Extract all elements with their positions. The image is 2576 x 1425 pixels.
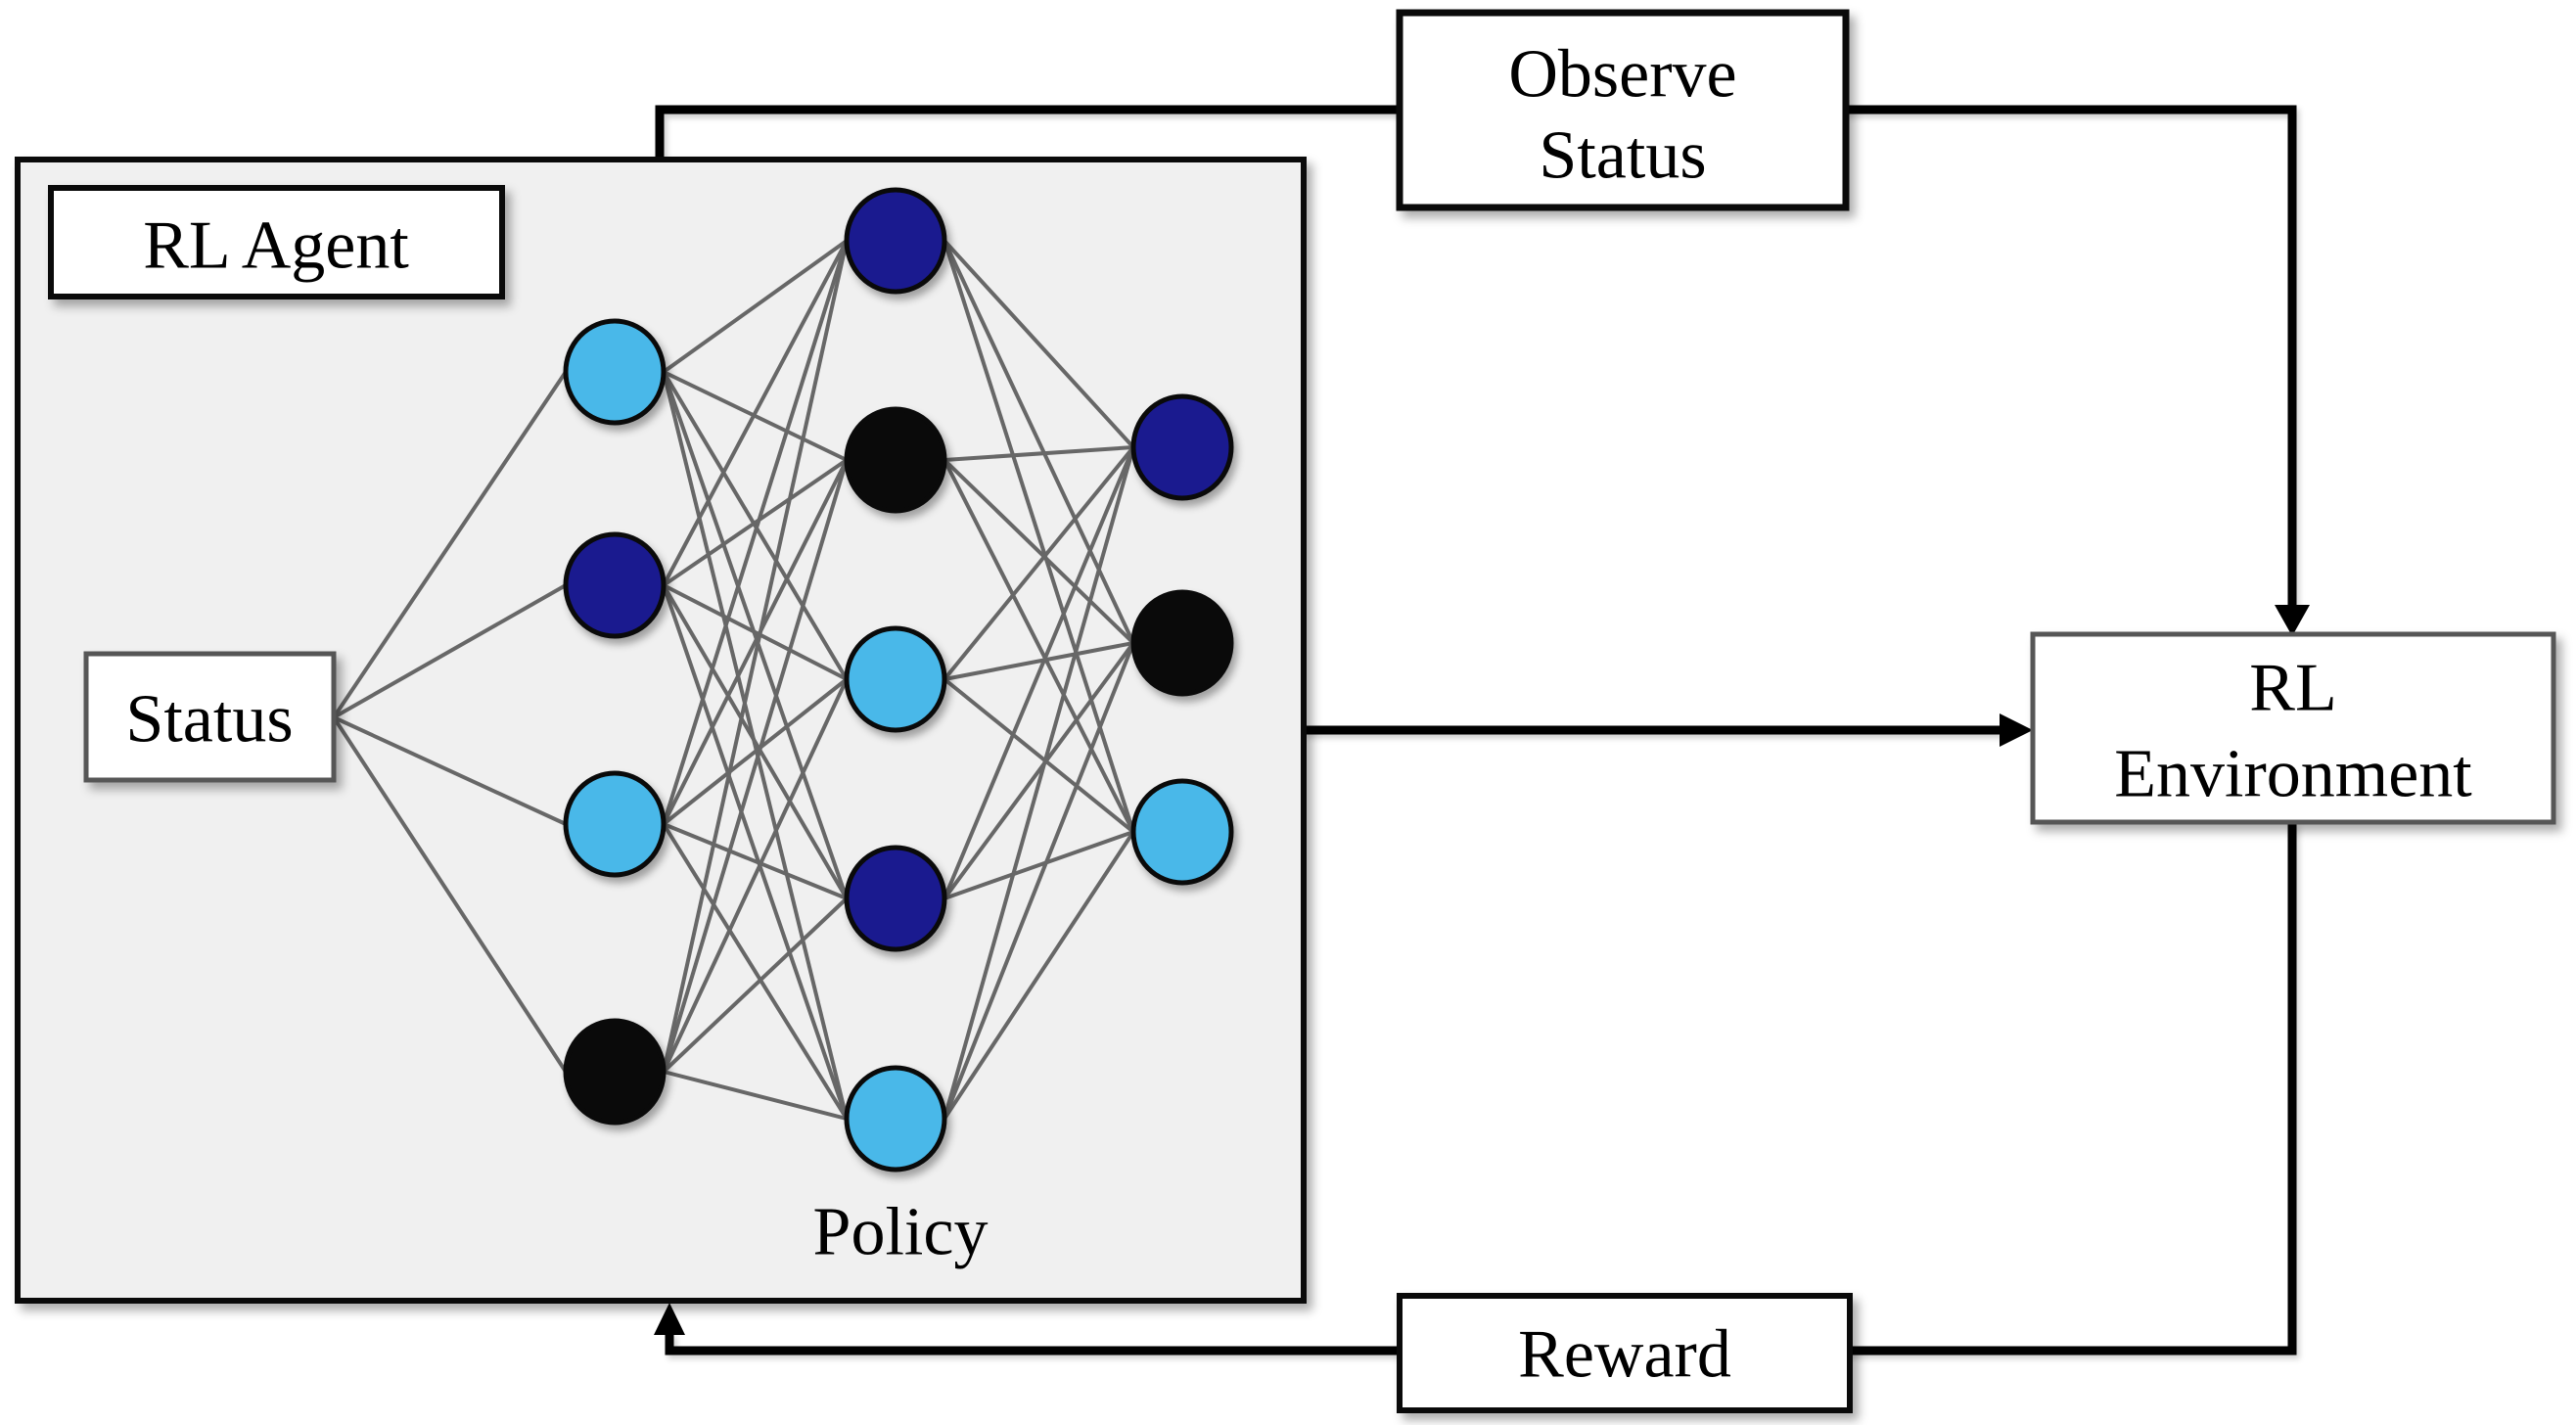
nn-edge xyxy=(662,240,849,586)
status-box: Status xyxy=(83,651,337,783)
nn-edge xyxy=(332,715,568,1074)
nn-node-hidden-5 xyxy=(844,1065,947,1172)
nn-edge xyxy=(943,677,1135,834)
rl-agent-label-rect xyxy=(48,185,505,299)
observe-status-label-line1: Observe xyxy=(1508,37,1736,113)
nn-edge xyxy=(943,641,1134,681)
reward-label: Reward xyxy=(1518,1317,1731,1393)
observe-status-label-line2: Status xyxy=(1539,118,1706,194)
nn-edge xyxy=(662,240,849,1073)
observe-status-box: Observe Status xyxy=(1396,9,1850,211)
reward-box: Reward xyxy=(1397,1293,1853,1413)
nn-edge xyxy=(943,446,1135,899)
nn-node-input-4 xyxy=(563,1018,667,1126)
nn-edge xyxy=(943,642,1135,1120)
rl-environment-box: RL Environment xyxy=(2030,631,2556,825)
nn-nodes xyxy=(563,187,1234,1172)
nn-edge xyxy=(662,678,849,1073)
status-box-rect xyxy=(83,651,337,783)
nn-edges xyxy=(332,239,1135,1121)
nn-edge xyxy=(662,677,849,826)
nn-edge xyxy=(662,459,849,1073)
nn-node-hidden-3 xyxy=(844,625,947,733)
reward-rect xyxy=(1397,1293,1853,1413)
nn-edge xyxy=(943,240,1135,644)
nn-edge xyxy=(662,584,849,1120)
observe-arrowhead-down-icon xyxy=(2275,605,2310,636)
nn-node-output-3 xyxy=(1130,778,1234,886)
nn-edge xyxy=(662,459,849,825)
reward-arrowhead-up-icon xyxy=(654,1303,685,1335)
rl-agent-label-box: RL Agent xyxy=(48,185,505,299)
rl-environment-label-line2: Environment xyxy=(2114,737,2472,812)
nn-edge xyxy=(662,458,849,587)
nn-edge xyxy=(662,240,849,825)
nn-node-hidden-1 xyxy=(844,187,947,295)
nn-edge xyxy=(943,830,1135,1121)
nn-node-input-1 xyxy=(563,318,667,426)
policy-label: Policy xyxy=(813,1195,989,1270)
nn-edge xyxy=(333,583,567,719)
nn-edge xyxy=(662,896,849,1074)
nn-node-hidden-4 xyxy=(844,845,947,952)
action-arrowhead-right-icon xyxy=(2000,713,2033,747)
nn-edge xyxy=(943,446,1135,1120)
nn-edge xyxy=(943,641,1135,900)
nn-edge xyxy=(943,830,1134,900)
nn-node-output-1 xyxy=(1130,393,1234,501)
nn-edge xyxy=(943,445,1134,462)
rl-environment-label-line1: RL xyxy=(2249,651,2336,726)
nn-edge xyxy=(333,715,567,826)
nn-node-input-2 xyxy=(563,531,667,639)
nn-node-input-3 xyxy=(563,770,667,878)
nn-edge xyxy=(943,239,1135,449)
nn-edge xyxy=(943,459,1135,833)
nn-edge xyxy=(663,583,848,681)
nn-node-output-2 xyxy=(1130,589,1234,697)
rl-agent-label: RL Agent xyxy=(143,208,409,284)
nn-edge xyxy=(663,822,848,900)
nn-edge xyxy=(662,239,849,374)
nn-edge xyxy=(332,370,568,719)
observe-status-rect xyxy=(1396,9,1850,211)
nn-edge xyxy=(662,371,849,899)
arrowheads xyxy=(654,605,2310,1335)
nn-edge xyxy=(662,822,849,1121)
nn-edge xyxy=(663,1070,848,1121)
nn-node-hidden-2 xyxy=(844,406,947,514)
nn-edge xyxy=(662,583,849,900)
nn-edge xyxy=(662,370,849,681)
nn-edge xyxy=(943,445,1135,681)
nn-edge xyxy=(943,458,1135,645)
status-label: Status xyxy=(125,682,293,758)
rl-environment-rect xyxy=(2030,631,2556,825)
nn-edge xyxy=(943,240,1135,833)
